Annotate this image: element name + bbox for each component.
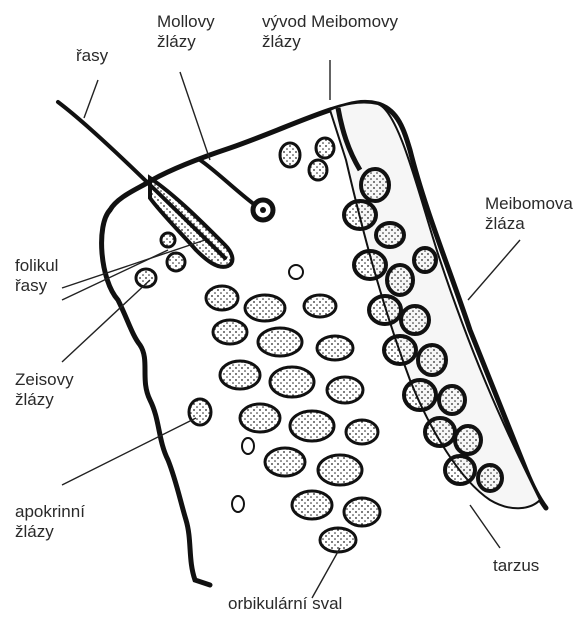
apocrine-gland <box>189 399 211 425</box>
label-rasy: řasy <box>76 46 108 66</box>
eyelash <box>58 102 225 258</box>
label-apokrinni-zlazy: apokrinní žlázy <box>15 502 85 542</box>
label-folikul-rasy: folikul řasy <box>15 256 58 296</box>
eyelid-outline <box>102 210 210 585</box>
label-meibomova-zlaza: Meibomova žláza <box>485 194 573 234</box>
orbicularis-muscle <box>206 286 380 552</box>
label-mollovy-zlazy: Mollovy žlázy <box>157 12 215 52</box>
label-zeisovy-zlazy: Zeisovy žlázy <box>15 370 74 410</box>
tarzus-plate <box>330 103 540 509</box>
label-orbikularni-sval: orbikulární sval <box>228 594 342 614</box>
label-vyvod-meibomovy-zlazy: vývod Meibomovy žlázy <box>262 12 398 52</box>
label-tarzus: tarzus <box>493 556 539 576</box>
